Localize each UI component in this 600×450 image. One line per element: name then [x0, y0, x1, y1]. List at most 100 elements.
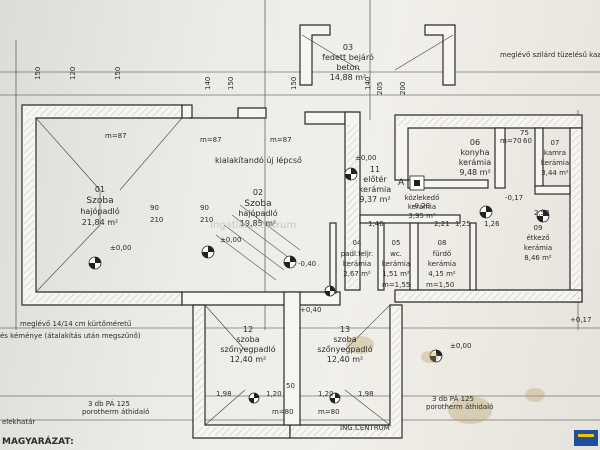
- room-04-floor: kerámia: [343, 260, 371, 268]
- svg-text:-0,20: -0,20: [412, 202, 430, 210]
- room-09-floor: kerámia: [524, 244, 552, 252]
- room-03-num: 03: [343, 43, 353, 52]
- svg-text:210: 210: [150, 216, 163, 224]
- svg-text:140: 140: [204, 77, 212, 90]
- room-04-num: 04: [353, 239, 362, 247]
- level-markers: [88, 167, 550, 404]
- svg-text:1,20: 1,20: [266, 390, 282, 398]
- svg-text:210: 210: [200, 216, 213, 224]
- svg-text:-0,40: -0,40: [298, 260, 316, 268]
- room-03-name: fedett bejáró: [322, 52, 374, 62]
- svg-text:m=87: m=87: [200, 136, 222, 144]
- room-02-area: 19,85 m²: [240, 219, 276, 228]
- room-09-area: 8,46 m²: [524, 254, 552, 262]
- room-01-area: 21,84 m²: [82, 218, 118, 227]
- svg-text:150: 150: [34, 67, 42, 80]
- svg-text:m=87: m=87: [105, 132, 127, 140]
- room-07-num: 07: [551, 139, 560, 147]
- room-03-floor: beton: [336, 63, 359, 72]
- svg-text:1,98: 1,98: [216, 390, 232, 398]
- svg-text:1,98: 1,98: [358, 390, 374, 398]
- corridor-name: közlekedő: [405, 193, 440, 202]
- room-12-area: 12,40 m²: [230, 355, 266, 364]
- room-12-floor: szőnyegpadló: [220, 344, 275, 354]
- marker-a: A: [398, 178, 405, 188]
- svg-text:120: 120: [69, 67, 77, 80]
- svg-text:m=1,50: m=1,50: [426, 281, 454, 289]
- svg-text:150: 150: [290, 77, 298, 90]
- svg-text:m=80: m=80: [318, 408, 340, 416]
- svg-text:90: 90: [150, 204, 159, 212]
- lintel-note-1b: porotherm áthidaló: [82, 408, 149, 416]
- room-06-num: 06: [470, 138, 480, 147]
- svg-text:90: 90: [200, 204, 209, 212]
- room-08-name: fürdő: [433, 249, 451, 258]
- watermark-text: Ingatlan.centrum: [210, 220, 296, 231]
- room-02-num: 02: [253, 188, 263, 197]
- paper-stains: [346, 336, 545, 424]
- room-06-floor: kerámia: [459, 158, 491, 167]
- svg-text:1,20: 1,20: [318, 390, 334, 398]
- room-12-num: 12: [243, 325, 253, 334]
- room-05-floor: kerámia: [382, 260, 410, 268]
- room-02-name: Szoba: [244, 199, 271, 209]
- room-01-floor: hajópadló: [80, 206, 119, 216]
- stair-note-1: kialakítandó új lépcső: [215, 155, 302, 165]
- room-09-num: 09: [534, 224, 543, 232]
- svg-text:1,26: 1,26: [484, 220, 500, 228]
- svg-text:m=70: m=70: [500, 137, 522, 145]
- room-08-floor: kerámia: [428, 260, 456, 268]
- corridor-floor: kerámia: [408, 203, 436, 211]
- svg-text:±0,00: ±0,00: [220, 236, 241, 244]
- room-11-floor: kerámia: [359, 185, 391, 194]
- svg-text:200: 200: [399, 82, 407, 95]
- room-13-num: 13: [340, 325, 350, 334]
- room-07-area: 3,44 m²: [541, 169, 569, 177]
- svg-text:±0,00: ±0,00: [355, 154, 376, 162]
- room-04-name: padl.feljr.: [341, 250, 373, 258]
- room-07-floor: kerámia: [541, 159, 569, 167]
- room-13-floor: szőnyegpadló: [317, 344, 372, 354]
- room-11-area: 9,37 m²: [359, 195, 390, 204]
- legend-title: MAGYARÁZAT:: [2, 435, 74, 447]
- lintel-note-1: 3 db PÁ 125: [88, 399, 130, 408]
- brand-logo: [574, 430, 598, 446]
- lintel-note-2b: porotherm áthidaló: [426, 403, 493, 411]
- room-11-num: 11: [370, 165, 380, 174]
- room-05-area: 1,51 m²: [382, 270, 410, 278]
- svg-text:+0,40: +0,40: [300, 306, 321, 314]
- svg-text:75: 75: [520, 129, 529, 137]
- svg-text:1,46: 1,46: [368, 220, 384, 228]
- room-03-area: 14,88 m²: [330, 73, 366, 82]
- svg-text:+0,17: +0,17: [570, 316, 591, 324]
- room-08-num: 08: [438, 239, 447, 247]
- svg-text:m=80: m=80: [272, 408, 294, 416]
- stamp-text: ING.CENTRUM: [340, 424, 390, 432]
- corridor-area: 3,95 m²: [408, 212, 436, 220]
- annotations: kialakítandó új lépcső meglévő szilárd t…: [0, 50, 600, 447]
- room-08-area: 4,15 m²: [428, 270, 456, 278]
- svg-text:205: 205: [376, 82, 384, 95]
- svg-text:-0,17: -0,17: [505, 194, 523, 202]
- room-06-area: 9,48 m²: [459, 168, 490, 177]
- room-13-area: 12,40 m²: [327, 355, 363, 364]
- level-texts: ±0,00 ±0,00 ±0,00 -0,17 +0,17 -0,20 +0,4…: [110, 154, 591, 350]
- room-01-name: Szoba: [86, 196, 113, 206]
- svg-text:150: 150: [227, 77, 235, 90]
- svg-text:140: 140: [364, 77, 372, 90]
- room-07-name: kamra: [544, 149, 566, 157]
- stair-lines: [215, 204, 301, 281]
- svg-text:m=87: m=87: [270, 136, 292, 144]
- room-06-name: konyha: [460, 148, 489, 157]
- svg-text:60: 60: [523, 137, 532, 145]
- room-05-num: 05: [392, 239, 401, 247]
- room-labels: 01 Szoba hajópadló 21,84 m² 02 Szoba haj…: [80, 43, 569, 364]
- svg-text:m=1,55: m=1,55: [382, 281, 410, 289]
- room-02-floor: hajópadló: [238, 208, 277, 218]
- room-12-name: szoba: [236, 335, 259, 344]
- roof-lines: [35, 34, 454, 426]
- svg-text:2,21: 2,21: [434, 220, 450, 228]
- room-01-num: 01: [95, 185, 105, 194]
